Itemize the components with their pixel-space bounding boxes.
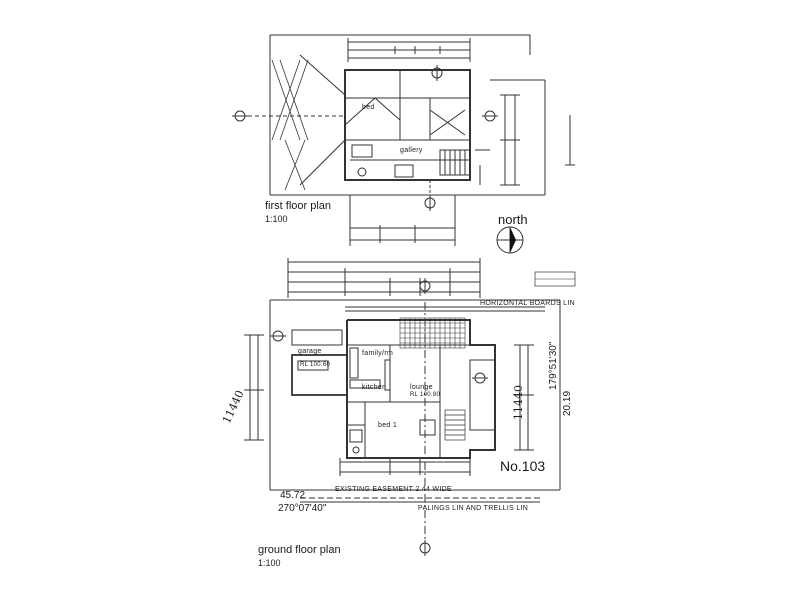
ground-floor-plan: [244, 258, 576, 556]
first-floor-title: first floor plan: [265, 200, 332, 212]
bed-1-label: bed 1: [378, 422, 398, 429]
north-fence-label: HORIZONTAL BOARDS LIN: [480, 300, 575, 307]
ground-floor-scale: 1:100: [258, 558, 281, 568]
north-label: north: [498, 212, 528, 227]
first-floor-plan: [232, 34, 575, 246]
garage-label: garage: [298, 348, 322, 355]
handwritten-dimension-right: 11440: [512, 385, 525, 420]
lounge-label: lounge: [410, 384, 433, 391]
ground-floor-title: ground floor plan: [258, 544, 341, 556]
garage-level: RL 100.60: [300, 362, 331, 368]
lounge-level: RL 100.80: [410, 392, 441, 398]
lot-number: No.103: [500, 458, 546, 474]
east-bearing: 179°51'30": [548, 341, 559, 390]
north-arrow: [496, 226, 524, 254]
side-length: 20.19: [562, 390, 573, 416]
south-fence-label: PALINGS LIN AND TRELLIS LIN: [418, 505, 529, 512]
family-room-label: family/rm: [362, 350, 394, 357]
boundary-length: 45.72: [280, 490, 306, 501]
kitchen-label: kitchen: [362, 384, 387, 391]
first-floor-bed-label: bed: [362, 104, 375, 111]
first-floor-scale: 1:100: [265, 214, 288, 224]
easement-label: EXISTING EASEMENT 2.44 WIDE: [335, 486, 452, 493]
first-floor-gallery-label: gallery: [400, 147, 423, 154]
south-bearing: 270°07'40": [278, 503, 327, 514]
